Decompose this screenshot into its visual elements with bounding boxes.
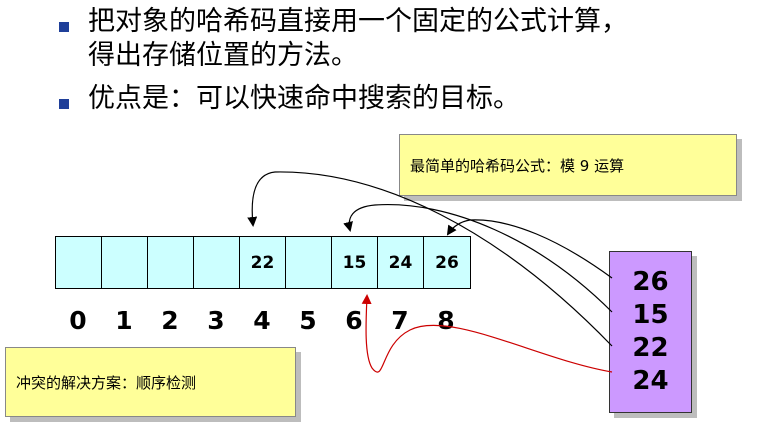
arrow-24-collision [361,294,613,373]
table-cell-8: 26 [435,252,459,273]
key-item: 15 [632,300,669,330]
index-label-7: 7 [391,306,409,335]
index-label-5: 5 [299,306,317,335]
conflict-note: 冲突的解决方案：顺序检测 [5,347,296,417]
hash-table: 22 15 24 26 [55,236,471,289]
key-item: 22 [632,333,669,363]
arrow-22-to-slot-4 [247,171,613,347]
bullet-marker-2 [59,99,69,109]
arrow-26-to-slot-8 [446,219,613,279]
formula-note: 最简单的哈希码公式：模 9 运算 [399,134,737,196]
index-label-2: 2 [161,306,179,335]
index-label-3: 3 [207,306,225,335]
index-label-8: 8 [437,306,455,335]
bullet-1-line-2: 得出存储位置的方法。 [88,40,358,71]
table-cell-3 [194,237,240,288]
key-item: 24 [632,366,669,396]
table-cell-2 [148,237,194,288]
formula-note-text: 最简单的哈希码公式：模 9 运算 [410,156,625,175]
table-cell-1 [102,237,148,288]
key-item: 26 [632,267,669,297]
table-cell-7: 24 [378,237,424,288]
index-label-4: 4 [253,306,271,335]
index-label-0: 0 [69,306,87,335]
arrow-15-to-slot-6 [343,203,613,313]
table-cell-0 [56,237,102,288]
bullet-marker-1 [59,22,69,32]
bullet-2-line-1: 优点是：可以快速命中搜索的目标。 [88,83,520,114]
key-list-box: 26 15 22 24 [609,251,692,413]
index-label-1: 1 [115,306,133,335]
index-label-6: 6 [345,306,363,335]
table-cell-4: 22 [240,237,286,288]
conflict-note-text: 冲突的解决方案：顺序检测 [16,373,197,392]
bullet-1-line-1: 把对象的哈希码直接用一个固定的公式计算， [88,6,628,37]
table-cell-6: 15 [332,237,378,288]
table-cell-5 [286,237,332,288]
